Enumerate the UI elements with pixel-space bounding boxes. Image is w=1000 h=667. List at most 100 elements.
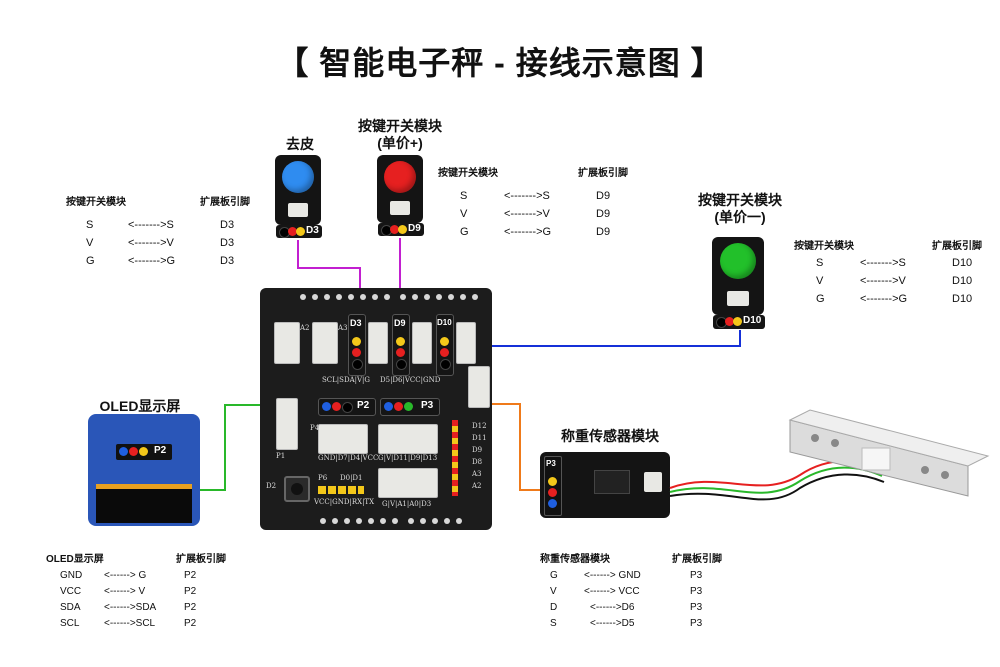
table-header-module: 按键开关模块 [794,241,854,252]
table-header-pin: 扩展板引脚 [578,168,628,179]
a3-connector [312,322,338,364]
vcc-dot [352,348,361,357]
weight-sensor-module: P3 [540,452,670,518]
tare-plug: D3 [276,225,322,238]
table-cell: <------>SDA [104,602,157,613]
oled-plug-label: P2 [154,445,167,456]
vcc-dot [129,447,138,456]
table-header-module: 按键开关模块 [438,168,498,179]
table-cell: <------>D6 [590,602,635,613]
minus-button-cap[interactable] [720,243,756,279]
signal-dot [548,477,557,486]
minus-button-module[interactable] [712,237,764,315]
ground-dot [440,359,451,370]
scl-dot [322,402,331,411]
table-header-pin: 扩展板引脚 [672,554,722,565]
d10-plug: D10 [436,314,454,376]
tare-button-module[interactable] [275,155,321,225]
a2-label: A2 [300,324,310,332]
table-cell: D9 [596,226,611,238]
table-cell: <------>D5 [590,618,635,629]
table-cell: GND [60,570,83,581]
oled-screen [96,484,192,523]
table-cell: SDA [60,602,81,613]
p2-plug-label: P2 [357,400,370,411]
table-cell: D3 [220,219,235,231]
table-cell: P2 [184,618,197,629]
oled-display-module: P2 [88,414,200,526]
side-pin-colors [452,420,458,496]
table-cell: <------->V [860,275,906,287]
table-cell: SCL [60,618,80,629]
side-label-d9: D9 [472,446,483,454]
table-cell: D3 [220,255,235,267]
tare-plug-label: D3 [306,225,319,236]
title-left-bracket: 【 [276,45,310,81]
table-cell: G [460,226,469,238]
table-cell: G [550,570,558,581]
table-cell: <------->S [504,190,550,202]
push-button-cap [291,483,303,495]
table-cell: D3 [220,237,235,249]
vcc-dot [440,348,449,357]
table-cell: <------> VCC [584,586,640,597]
title-text: 智能电子秤 - 接线示意图 [319,45,681,81]
d2-label: D2 [266,482,277,490]
side-label-d8: D8 [472,458,483,466]
table-cell: S [816,257,824,269]
p6-label: P6 [318,474,328,482]
d5-d6-label: D5|D6|VCC|GND [380,376,441,384]
table-header-pin: 扩展板引脚 [200,197,250,208]
scl-dot [119,447,128,456]
table-cell: P3 [690,586,703,597]
table-cell: V [550,586,557,597]
side-label-a2: A2 [472,482,482,490]
minus-connector [727,291,749,306]
ground-dot [342,402,353,413]
table-cell: P2 [184,586,197,597]
d3-connector [368,322,388,364]
table-cell: G [86,255,95,267]
table-cell: <------> V [104,586,146,597]
d0-d1-label: D0|D1 [340,474,363,482]
signal-dot [440,337,449,346]
table-cell: <------> GND [584,570,641,581]
plus-plug: D9 [378,223,424,236]
p1-label: P1 [276,452,286,460]
d9-plug: D9 [392,314,410,376]
tare-connector [288,203,308,217]
minus-plug-label: D10 [743,315,762,326]
table-cell: S [460,190,468,202]
g-v-a1-label: G|V|A1|A0|D3 [382,500,432,508]
table-cell: V [816,275,824,287]
d2-push-button[interactable] [284,476,310,502]
weight-pin-table: 称重传感器模块 扩展板引脚 G <------> GND P3 V <-----… [540,550,760,640]
table-cell: P2 [184,570,197,581]
table-cell: VCC [60,586,82,597]
table-cell: D [550,602,558,613]
d9-connector [412,322,432,364]
p6-pin-header [318,486,364,494]
gv-connector [378,424,438,454]
minus-module-title: 按键开关模块 (单价一) [680,192,800,226]
plus-button-cap[interactable] [384,161,416,193]
table-cell: D10 [952,257,973,269]
table-cell: <------->V [128,237,174,249]
signal-dot [733,317,742,326]
a3-label: A3 [338,324,348,332]
expansion-board: A2 A3 D3 D9 D10 SCL|SDA|V|G D5|D6|VCC|GN… [260,288,492,530]
plus-button-module[interactable] [377,155,423,223]
table-cell: D10 [952,293,973,305]
tare-button-cap[interactable] [282,161,314,193]
table-cell: D10 [952,275,973,287]
p1-connector [276,398,298,450]
oled-module-title: OLED显示屏 [99,398,181,414]
d3-plug-label: D3 [350,318,362,328]
table-cell: V [86,237,94,249]
side-label-d12: D12 [472,422,487,430]
plus-pin-table: 按键开关模块 扩展板引脚 S <------->S D9 V <------->… [438,164,648,244]
p4-label: P4 [310,424,320,432]
vcc-dot [725,317,734,326]
table-cell: <------->V [504,208,550,220]
title-right-bracket: 】 [690,45,724,81]
